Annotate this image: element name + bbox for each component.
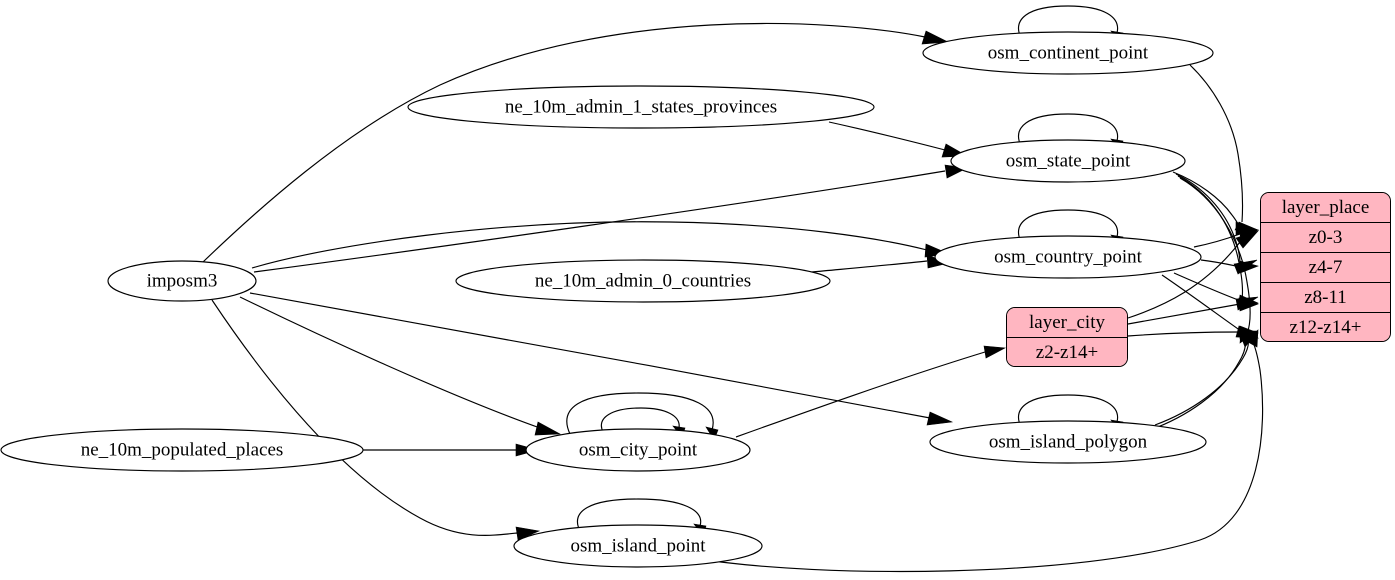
node-label-osm-island-point: osm_island_point — [570, 535, 706, 556]
edge-osm-island-point-to-layer-place-z12-z14 — [699, 329, 1264, 573]
node-osm-country-point[interactable]: osm_country_point — [934, 235, 1202, 279]
record-row-layer-place-z0-3[interactable]: z0-3 — [1261, 223, 1390, 253]
edge-ne-countries-to-osm-country-point — [811, 254, 951, 273]
node-ne-10m-admin-1-states-provinces[interactable]: ne_10m_admin_1_states_provinces — [407, 85, 875, 129]
record-node-layer-city[interactable]: layer_city z2-z14+ — [1006, 307, 1128, 367]
node-label-ne-states: ne_10m_admin_1_states_provinces — [505, 96, 777, 117]
record-row-layer-place-z8-11[interactable]: z8-11 — [1261, 283, 1390, 313]
node-osm-continent-point[interactable]: osm_continent_point — [922, 31, 1214, 75]
edge-osm-island-polygon-to-layer-place-z12-z14 — [1154, 330, 1259, 426]
node-osm-state-point[interactable]: osm_state_point — [950, 139, 1186, 183]
edge-imposm3-to-osm-island-point — [211, 299, 541, 541]
edge-osm-city-point-to-layer-city-z2-z14 — [735, 345, 1007, 438]
edge-imposm3-to-osm-city-point — [239, 296, 562, 436]
edge-imposm3-to-osm-continent-point — [202, 22, 950, 263]
node-osm-island-point[interactable]: osm_island_point — [513, 524, 763, 568]
edge-imposm3-to-osm-island-polygon — [249, 292, 954, 426]
edge-osm-island-polygon-to-layer-place-z12-z14-alt — [1149, 340, 1246, 431]
node-osm-island-polygon[interactable]: osm_island_polygon — [929, 420, 1207, 464]
record-row-layer-city-z2-z14[interactable]: z2-z14+ — [1007, 338, 1127, 366]
edge-ne-states-to-osm-state-point — [828, 121, 969, 158]
node-label-ne-populated: ne_10m_populated_places — [81, 439, 284, 460]
edge-osm-continent-point-to-layer-place-z0-3 — [1189, 64, 1260, 236]
node-label-osm-state-point: osm_state_point — [1006, 150, 1131, 171]
record-row-layer-place-z12-z14[interactable]: z12-z14+ — [1261, 313, 1390, 341]
node-label-osm-continent-point: osm_continent_point — [988, 42, 1149, 63]
record-row-layer-place-header: layer_place — [1261, 193, 1390, 223]
node-label-osm-city-point: osm_city_point — [579, 439, 698, 460]
node-ne-10m-admin-0-countries[interactable]: ne_10m_admin_0_countries — [455, 259, 831, 303]
edge-layer-city-to-layer-place-z8-11 — [1127, 297, 1259, 325]
edge-imposm3-to-osm-state-point — [253, 164, 969, 273]
record-row-layer-city-header: layer_city — [1007, 308, 1127, 338]
node-label-osm-island-polygon: osm_island_polygon — [989, 431, 1148, 452]
record-node-layer-place[interactable]: layer_place z0-3 z4-7 z8-11 z12-z14+ — [1260, 192, 1391, 342]
node-label-imposm3: imposm3 — [147, 270, 218, 291]
node-label-osm-country-point: osm_country_point — [994, 246, 1142, 267]
node-ne-10m-populated-places[interactable]: ne_10m_populated_places — [0, 428, 364, 472]
node-label-ne-countries: ne_10m_admin_0_countries — [535, 270, 751, 291]
edge-osm-country-point-to-layer-place-z4-7 — [1200, 259, 1259, 274]
node-layer: imposm3 ne_10m_admin_1_states_provinces … — [0, 31, 1214, 568]
node-imposm3[interactable]: imposm3 — [107, 260, 257, 302]
record-row-layer-place-z4-7[interactable]: z4-7 — [1261, 253, 1390, 283]
edge-ne-populated-to-osm-city-point — [363, 443, 540, 457]
edge-layer-city-to-layer-place-z0-3 — [1127, 230, 1259, 319]
node-osm-city-point[interactable]: osm_city_point — [525, 428, 751, 472]
